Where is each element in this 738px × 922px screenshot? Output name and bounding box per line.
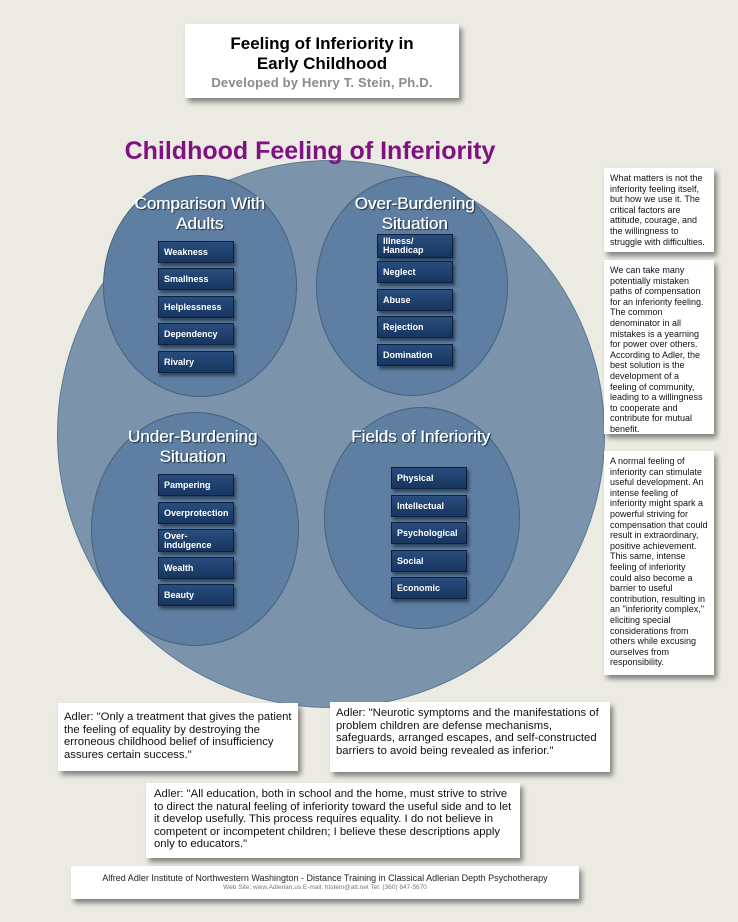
circle-title-comparison-text: Comparison With Adults (134, 194, 266, 233)
circle-title-fields-text: Fields of Inferiority (351, 427, 491, 446)
circle-title-comparison: Comparison With Adults (110, 194, 290, 234)
quote-all-education: Adler: "All education, both in school an… (146, 783, 520, 858)
quote-treatment-equality: Adler: "Only a treatment that gives the … (58, 703, 298, 771)
note-what-matters: What matters is not the inferiority feel… (604, 168, 714, 252)
item-helplessness: Helplessness (158, 296, 234, 318)
title-box: Feeling of Inferiority in Early Childhoo… (185, 24, 459, 98)
item-intellectual: Intellectual (391, 495, 467, 517)
note-compensation-paths: We can take many potentially mistaken pa… (604, 260, 714, 434)
circle-title-under-burdening-text: Under-Burdening Situation (128, 427, 258, 466)
circle-title-fields: Fields of Inferiority (331, 427, 511, 447)
circle-title-over-burdening-text: Over-Burdening Situation (354, 194, 475, 233)
item-smallness: Smallness (158, 268, 234, 290)
footer-institute: Alfred Adler Institute of Northwestern W… (102, 873, 548, 883)
item-pampering: Pampering (158, 474, 234, 496)
item-beauty: Beauty (158, 584, 234, 606)
item-economic: Economic (391, 577, 467, 599)
item-psychological: Psychological (391, 522, 467, 544)
title-line-1: Feeling of Inferiority in (230, 34, 414, 53)
item-neglect: Neglect (377, 261, 453, 283)
item-dependency: Dependency (158, 323, 234, 345)
quote-neurotic-symptoms: Adler: "Neurotic symptoms and the manife… (330, 702, 610, 772)
circle-title-under-burdening: Under-Burdening Situation (108, 427, 278, 467)
item-domination: Domination (377, 344, 453, 366)
item-overprotection: Overprotection (158, 502, 234, 524)
item-wealth: Wealth (158, 557, 234, 579)
item-rivalry: Rivalry (158, 351, 234, 373)
item-illness-handicap: Illness/ Handicap (377, 234, 453, 258)
note-normal-feeling: A normal feeling of inferiority can stim… (604, 451, 714, 675)
item-abuse: Abuse (377, 289, 453, 311)
title-line-2: Early Childhood (256, 54, 388, 73)
footer-contact: Web Site: www.Adlerian.us E-mail: htstei… (223, 884, 427, 891)
footer: Alfred Adler Institute of Northwestern W… (71, 866, 579, 899)
item-physical: Physical (391, 467, 467, 489)
author-line: Developed by Henry T. Stein, Ph.D. (211, 75, 433, 90)
item-over-indulgence: Over- indulgence (158, 529, 234, 552)
circle-title-over-burdening: Over-Burdening Situation (330, 194, 500, 234)
item-social: Social (391, 550, 467, 572)
item-rejection: Rejection (377, 316, 453, 338)
main-heading: Childhood Feeling of Inferiority (124, 137, 496, 165)
item-weakness: Weakness (158, 241, 234, 263)
circle-over-burdening (316, 176, 508, 396)
